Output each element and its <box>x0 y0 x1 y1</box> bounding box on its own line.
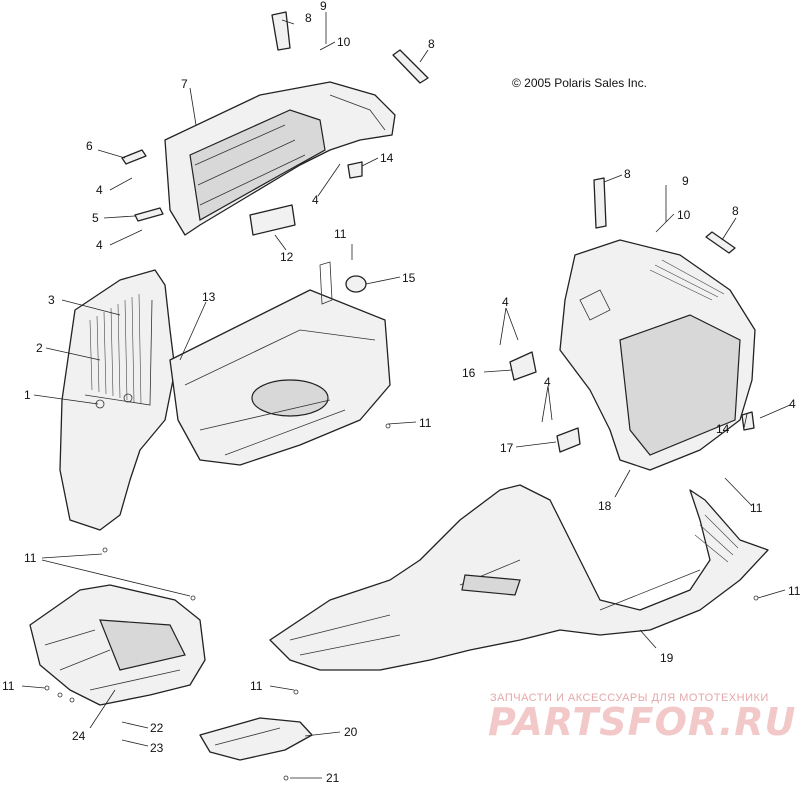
callout-8: 8 <box>305 11 312 25</box>
callout-8: 8 <box>732 204 739 218</box>
right-side-panel <box>559 239 756 471</box>
callout-4: 4 <box>96 238 103 252</box>
callout-11: 11 <box>788 584 800 598</box>
floor-pan <box>169 261 391 466</box>
watermark-logo: PARTSFOR.RU <box>488 700 797 744</box>
left-side-panel <box>59 269 176 531</box>
callout-4: 4 <box>312 193 319 207</box>
callout-22: 22 <box>150 721 164 735</box>
callout-11: 11 <box>334 227 347 241</box>
callout-9: 9 <box>682 174 689 188</box>
callout-23: 23 <box>150 741 164 755</box>
callout-9: 9 <box>320 0 327 13</box>
strap-8-top-right <box>392 49 429 84</box>
nose-pan <box>269 484 769 671</box>
callout-13: 13 <box>202 290 216 304</box>
callout-11: 11 <box>2 679 15 693</box>
fastener-marks <box>44 423 759 781</box>
callout-16: 16 <box>462 366 476 380</box>
callout-11: 11 <box>419 416 432 430</box>
callout-19: 19 <box>660 651 674 665</box>
bracket-16 <box>509 351 537 381</box>
callout-24: 24 <box>72 729 86 743</box>
callout-10: 10 <box>337 35 351 49</box>
strap-8-right-b <box>705 231 736 254</box>
callout-11: 11 <box>750 501 763 515</box>
copyright-notice: © 2005 Polaris Sales Inc. <box>512 76 647 90</box>
callout-5: 5 <box>92 211 99 225</box>
belly-pan <box>29 584 206 706</box>
callout-1: 1 <box>24 388 31 402</box>
callout-15: 15 <box>402 271 416 285</box>
callout-4: 4 <box>789 397 796 411</box>
latch-14-right <box>741 411 755 431</box>
callout-4: 4 <box>502 295 509 309</box>
leader-lines <box>21 12 791 779</box>
callout-7: 7 <box>181 77 188 91</box>
callout-3: 3 <box>48 293 55 307</box>
skid-plate <box>199 717 313 761</box>
callout-6: 6 <box>86 139 93 153</box>
callout-18: 18 <box>598 499 612 513</box>
decal-12 <box>249 204 296 236</box>
callout-14: 14 <box>716 422 730 436</box>
callout-2: 2 <box>36 341 43 355</box>
callout-10: 10 <box>677 208 691 222</box>
callout-20: 20 <box>344 725 358 739</box>
bracket-6 <box>121 149 147 165</box>
strap-8-top-left <box>271 11 291 51</box>
callout-11: 11 <box>250 679 263 693</box>
strap-8-right-a <box>593 177 607 229</box>
bracket-17 <box>556 427 581 453</box>
callout-21: 21 <box>326 771 340 785</box>
callout-17: 17 <box>500 441 514 455</box>
grommet-15 <box>345 275 367 293</box>
bracket-5 <box>134 207 164 222</box>
callout-4: 4 <box>96 183 103 197</box>
latch-14-upper <box>347 161 363 179</box>
callout-14: 14 <box>380 151 394 165</box>
callout-11: 11 <box>24 551 37 565</box>
dash-console-panel <box>164 81 396 236</box>
callout-8: 8 <box>428 37 435 51</box>
callout-12: 12 <box>280 250 294 264</box>
callout-4: 4 <box>544 375 551 389</box>
watermark-subtitle: ЗАПЧАСТИ И АКСЕССУАРЫ ДЛЯ МОТОТЕХНИКИ <box>490 692 769 704</box>
callout-8: 8 <box>624 167 631 181</box>
